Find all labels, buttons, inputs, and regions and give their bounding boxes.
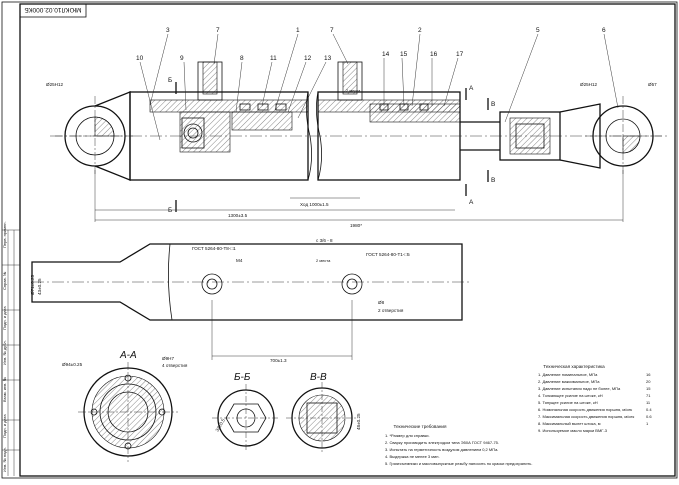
tech-req-item: 5. Грязесъемники и масловыпускные резьбу…: [385, 461, 532, 466]
border-label: Подп. и дата: [2, 306, 7, 330]
tech-char-value: 20: [646, 379, 651, 384]
tech-char-value: 16: [646, 372, 651, 377]
callout: 15: [400, 51, 408, 58]
tech-char-value: 0.4: [646, 407, 652, 412]
dim-2-holes: 2 отверстия: [378, 308, 404, 313]
dim-hole-d8: Ø8: [378, 300, 385, 305]
border-label: Взам. инв. №: [2, 377, 7, 402]
tech-char-item: 6. Номинальная скорость движения поршня,…: [538, 407, 632, 412]
tech-req-item: 1. *Размер для справки.: [385, 433, 430, 438]
callout: 1: [296, 27, 300, 34]
tech-char-value: 11: [646, 400, 651, 405]
weld-mark-m4: М4: [236, 258, 243, 263]
tech-req-item: 2. Сварку производить электродом типа Э5…: [385, 440, 499, 445]
callout: 12: [304, 55, 312, 62]
section-mark-b: Б: [168, 77, 172, 84]
tech-char-item: 2. Давление максимальное, МПа: [538, 379, 600, 384]
dim-holes-dia: Ø9H7: [162, 356, 174, 361]
tech-char-item: 7. Максимальная скорость движения поршня…: [538, 414, 635, 419]
border-label: Перв. примен.: [2, 221, 7, 248]
border-label: Подп. и дата: [2, 414, 7, 438]
callout: 8: [240, 55, 244, 62]
dim-port-places: 2 места: [346, 88, 361, 93]
dim-port-centers: 700±1.3: [270, 358, 287, 363]
plan-view: 700±1.3 Ø71±0.25 43±0.25 ГОСТ 5264-80-Т8…: [30, 238, 470, 363]
callout: 11: [270, 55, 277, 62]
stamp-text: МЮКЛ10.02.000КБ: [24, 6, 81, 13]
tech-char-item: 5. Тянущее усилие на штоке, кН: [538, 400, 598, 405]
border-label: Инв. № дубл.: [2, 340, 7, 365]
section-vv: В-В 48±0.25: [286, 372, 361, 454]
left-border-strip: Перв. примен. Справ. № Подп. и дата Инв.…: [2, 221, 20, 476]
dim-flange-dia: Ø94±0.25: [62, 362, 83, 367]
tech-char-item: 8. Максимальный вылет штока, м: [538, 421, 601, 426]
dim-length-2: 1980*: [350, 223, 362, 228]
dim-width: 43±0.25: [37, 278, 42, 295]
callout: 3: [166, 27, 170, 34]
dim-height: Ø71±0.25: [30, 274, 35, 295]
tech-characteristics: Техническая характеристика 1. Давление н…: [538, 364, 652, 433]
callout: 2: [418, 27, 422, 34]
dim-vv: 48±0.25: [356, 413, 361, 430]
section-mark-a: А: [469, 85, 474, 92]
dim-bb: 32±0.5: [215, 417, 227, 432]
tech-char-value: 71: [646, 393, 651, 398]
callout: 16: [430, 51, 438, 58]
dim-places-2: 2 места: [316, 258, 331, 263]
tech-char-item: 3. Давление испытания надо не более, МПа: [538, 386, 621, 391]
tech-req-item: 4. Выдержка не менее 3 мин.: [385, 454, 440, 459]
section-aa: А-А Ø94±0.25 Ø9H7 4 отверстия: [62, 350, 188, 462]
tech-requirements: Технические требования 1. *Размер для сп…: [385, 424, 532, 466]
border-label: Справ. №: [2, 272, 7, 290]
tech-char-item: 4. Толкающее усилие на штоке, кН: [538, 393, 603, 398]
weld-symbol: с 3/6 - 8: [316, 238, 333, 243]
tech-req-title: Технические требования: [394, 424, 447, 429]
section-mark-b: Б: [168, 207, 172, 214]
callout: 13: [324, 55, 332, 62]
callout: 9: [180, 55, 184, 62]
dim-eye-left: Ø25H12: [46, 82, 64, 87]
dim-holes-count: 4 отверстия: [162, 363, 188, 368]
tech-char-item: 1. Давление номинальное, МПа: [538, 372, 598, 377]
section-vv-title: В-В: [310, 372, 327, 383]
tech-char-value: 1: [646, 421, 649, 426]
callout: 17: [456, 51, 464, 58]
dim-eye-right: Ø25H12: [580, 82, 598, 87]
section-bb-title: Б-Б: [234, 372, 251, 383]
tech-req-item: 3. Испытать на герметичность воздухом да…: [385, 447, 498, 452]
callout-numbers: 3 10 9 7 8 11 1 12 13 7 14 15 16 17 2 5 …: [136, 27, 619, 141]
tech-char-item: 9. Используемое масло марки ВМГ-3: [538, 428, 608, 433]
tech-char-value: 0.6: [646, 414, 652, 419]
callout: 10: [136, 55, 144, 62]
callout: 6: [602, 27, 606, 34]
drawing-code-stamp: МЮКЛ10.02.000КБ: [19, 3, 87, 18]
callout: 7: [330, 27, 334, 34]
section-bb: Б-Б 32±0.5: [212, 372, 280, 452]
callout: 14: [382, 51, 390, 58]
main-section-view: Б Б А А В В Ø25H12 Ø25H12 Ø57 2 места Хо…: [46, 61, 670, 228]
callout: 5: [536, 27, 540, 34]
callout: 7: [216, 27, 220, 34]
dim-eye-right-outer: Ø57: [648, 82, 657, 87]
weld-note-2: ГОСТ 5264-80-Т1-□5: [366, 252, 410, 257]
section-mark-v: В: [491, 101, 495, 108]
border-label: Инв. № подл.: [2, 447, 7, 472]
dim-length-1: 1300±3.5: [228, 213, 248, 218]
tech-char-value: 15: [646, 386, 651, 391]
tech-chars-title: Техническая характеристика: [543, 364, 605, 369]
section-mark-a: А: [469, 199, 474, 206]
dim-stroke: Ход 1000±1.5: [300, 202, 329, 207]
section-aa-title: А-А: [119, 350, 137, 361]
inner-frame: [19, 3, 676, 477]
weld-note-1: ГОСТ 5264-80-Т8-□1: [192, 246, 236, 251]
section-mark-v: В: [491, 177, 495, 184]
